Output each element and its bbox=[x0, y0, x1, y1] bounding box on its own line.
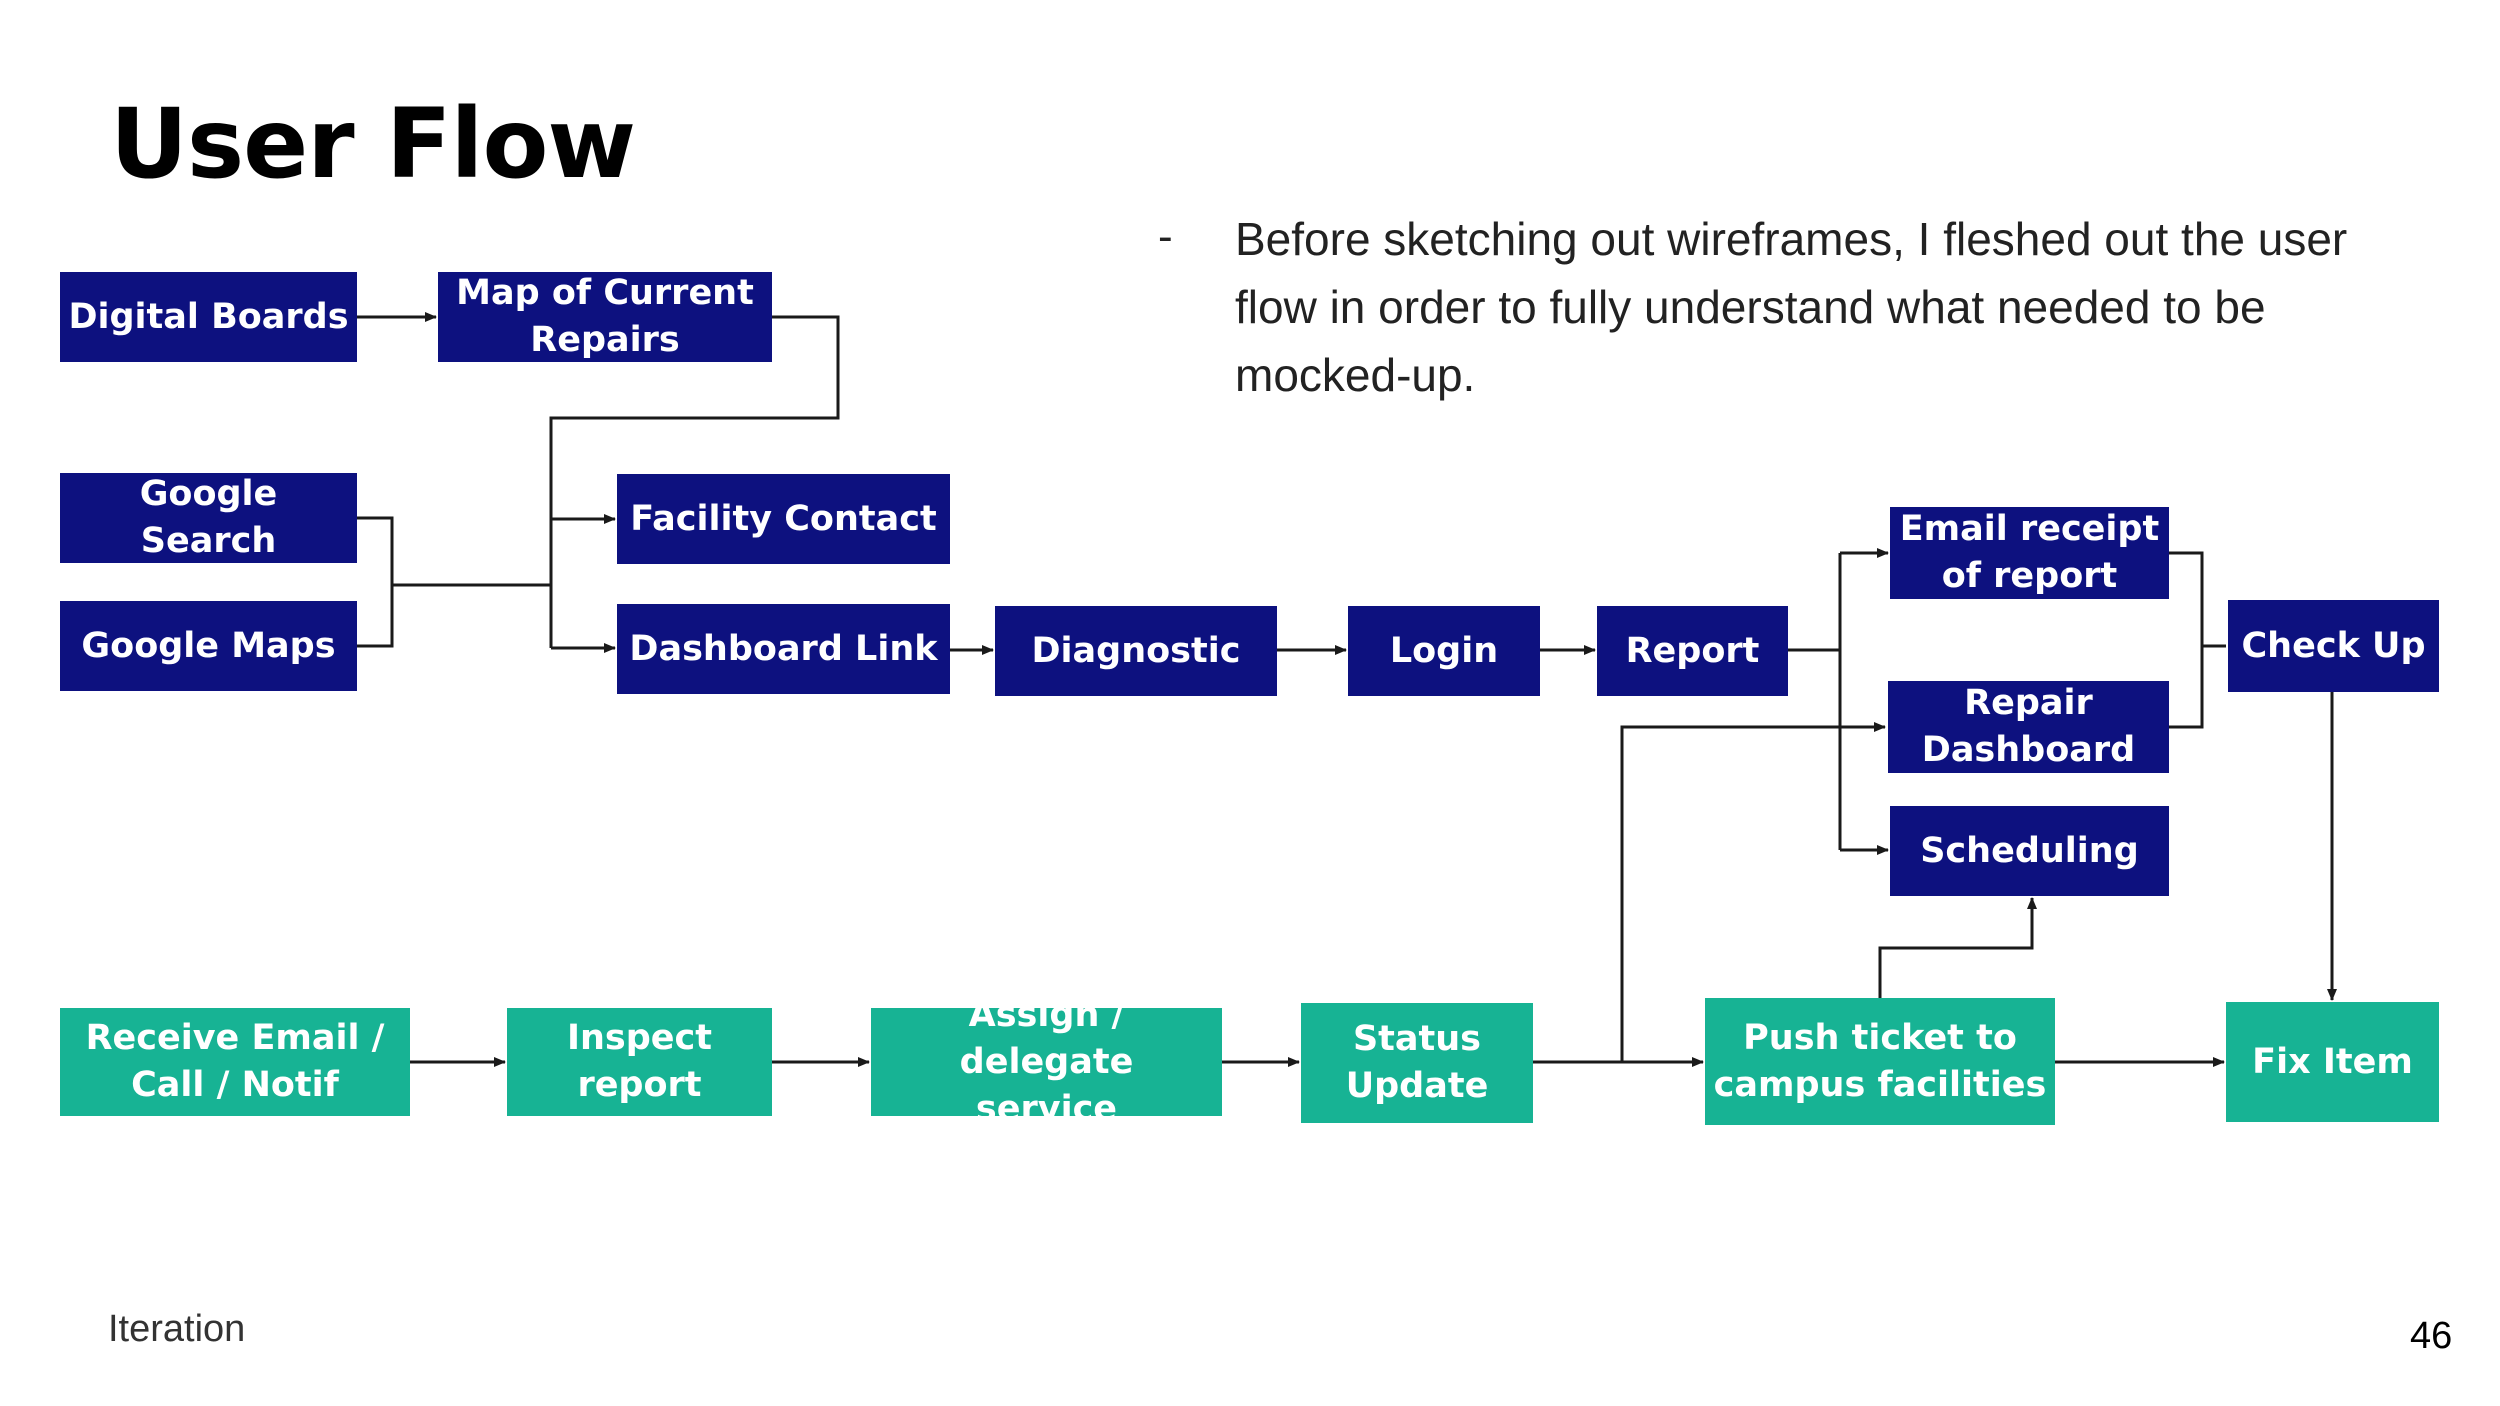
node-receive-email-call-notif: Receive Email / Call / Notif bbox=[60, 1008, 410, 1116]
connector-push-to-scheduling bbox=[1878, 897, 2037, 998]
connector-google-search bbox=[357, 516, 394, 648]
node-assign-delegate-service: Assign / delegate service bbox=[871, 995, 1222, 1129]
node-digital-boards: Digital Boards bbox=[60, 272, 357, 362]
node-google-maps: Google Maps bbox=[60, 601, 357, 691]
node-dashboard-link: Dashboard Link bbox=[617, 604, 950, 694]
node-facility-contact: Facility Contact bbox=[617, 474, 950, 564]
connector-map-to-branch bbox=[549, 315, 840, 648]
node-login: Login bbox=[1348, 606, 1540, 696]
node-map-of-current-repairs: Map of Current Repairs bbox=[438, 272, 772, 362]
node-google-search: Google Search bbox=[60, 473, 357, 563]
connector-email-to-checkup bbox=[2169, 551, 2204, 729]
page-title: User Flow bbox=[110, 88, 636, 200]
node-inspect-report: Inspect report bbox=[507, 1008, 772, 1116]
page-number: 46 bbox=[2410, 1315, 2453, 1357]
node-diagnostic: Diagnostic bbox=[995, 606, 1277, 696]
node-status-update: Status Update bbox=[1301, 1003, 1533, 1123]
node-repair-dashboard: Repair Dashboard bbox=[1888, 681, 2169, 773]
connector-status-to-repair-dashboard bbox=[1620, 722, 1886, 1062]
node-scheduling: Scheduling bbox=[1890, 806, 2169, 896]
node-report: Report bbox=[1597, 606, 1788, 696]
bullet-text: Before sketching out wireframes, I flesh… bbox=[1235, 213, 2348, 401]
node-push-ticket: Push ticket to campus facilities bbox=[1705, 998, 2055, 1125]
node-fix-item: Fix Item bbox=[2226, 1002, 2439, 1122]
footer-section-label: Iteration bbox=[108, 1308, 246, 1350]
node-email-receipt: Email receipt of report bbox=[1890, 507, 2169, 599]
bullet-marker: - bbox=[1158, 212, 1173, 261]
node-check-up: Check Up bbox=[2228, 600, 2439, 692]
